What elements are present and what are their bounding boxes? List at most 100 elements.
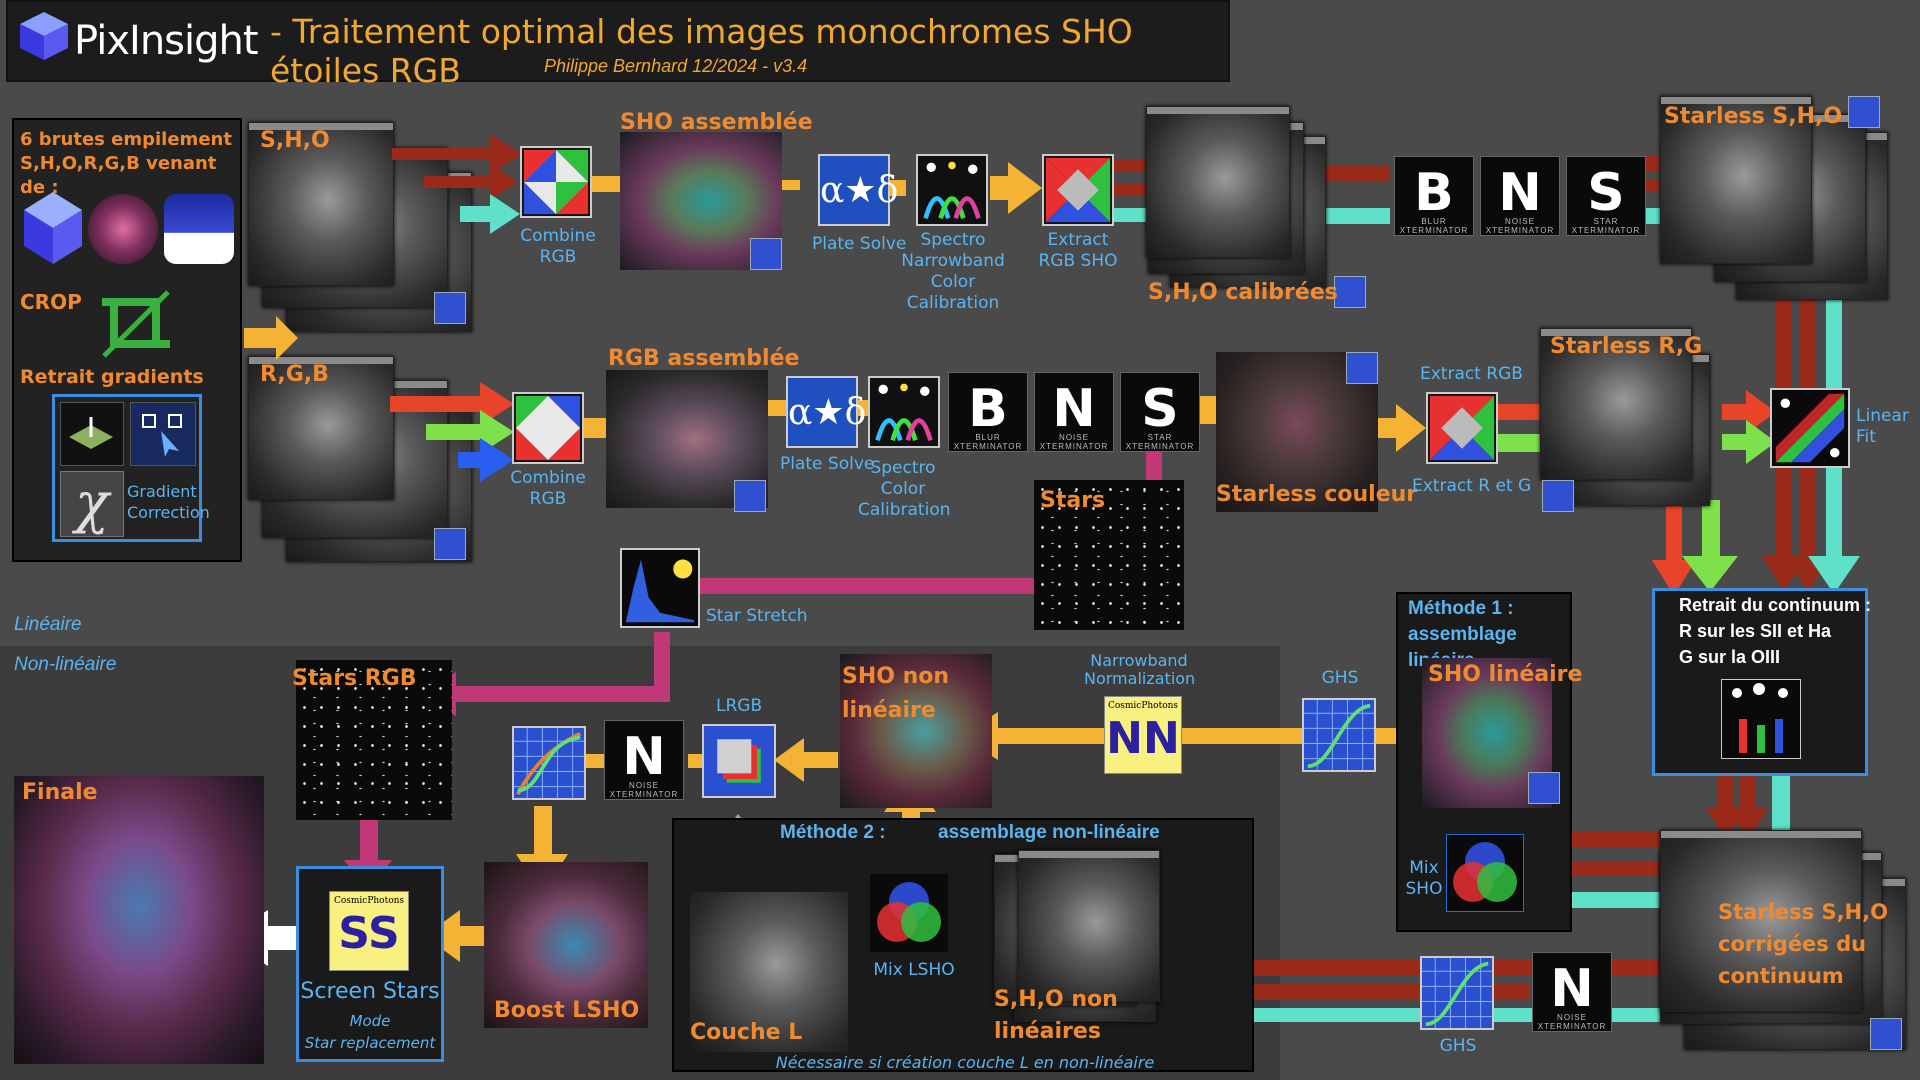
boost-lsho-label: Boost LSHO [494,998,640,1023]
method-2-panel: Méthode 2 : assemblage non-linéaire Couc… [672,818,1254,1072]
continuum-icon [1721,679,1801,759]
plate-solve-icon: α★δ [818,154,898,226]
arrow-rg-to-lf-red [1722,390,1776,434]
continuum-line-2: G sur la OIII [1679,647,1781,667]
extract-rgb-sho-label: Extract RGB SHO [1038,230,1118,271]
arrow-shonl-to-lrgb [774,738,838,782]
stf-curve-icon [434,528,466,560]
starless-sho-label: Starless S,H,O [1664,104,1843,129]
arrow-ghsb-nxb-bar [1500,1008,1530,1022]
rgb-stack-label: R,G,B [260,362,329,387]
continuum-title: Retrait du continuum : [1679,595,1871,615]
arrow-s-red [392,134,522,174]
starless-sho-frame-1 [1660,96,1812,264]
spcc-label-mid: Spectro Color Calibration [858,458,951,520]
method-2-note: Nécessaire si création couche L en non-l… [775,1053,1155,1072]
arrow-v-red-down [1652,500,1696,596]
arrow-cont-down-red1 [1706,766,1746,840]
screen-stars-box: CosmicPhotons SS Screen Stars Mode Star … [296,866,444,1062]
arrow-lrgb-nx-bar [688,754,702,768]
arrow-spcc-to-extract [990,162,1042,214]
stars-image [1034,480,1184,630]
nebula-app-icon [88,194,158,264]
sources-heading: 6 brutes empilement S,H,O,R,G,B venant d… [20,129,232,198]
stars-rgb-label: Stars RGB [292,666,417,691]
arrow-ps-to-spcc [856,400,870,416]
arrow-nn-to-shonl [960,712,1104,760]
combine-rgb-icon [520,146,592,218]
continuum-box: Retrait du continuum : R sur les SII et … [1652,588,1871,776]
screen-stars-replacement: Star replacement [304,1034,436,1052]
crop-label: CROP [20,290,82,314]
ghs-label-bottom: GHS [1439,1036,1477,1056]
rgb-assembled-label: RGB assemblée [608,346,800,371]
sho-stack-label: S,H,O [260,128,330,153]
arrow-h-red [424,164,518,200]
sho-nonlinear-label: SHO non linéaire [842,664,950,723]
mix-lsho-label: Mix LSHO [873,960,955,980]
stf-curve-icon [434,292,466,324]
arrow-sho-to-platesolve [780,180,800,190]
cosmic-photons-label: CosmicPhotons [333,896,405,906]
starless-color-label: Starless couleur [1216,482,1418,507]
stf-curve-icon [1334,276,1366,308]
linear-fit-label: Linear Fit [1856,406,1909,447]
gradient-tools-box: χ Gradient Correction [52,394,210,542]
finale-label: Finale [22,780,98,805]
starless-corrected-frame-1 [1660,830,1862,1012]
stf-curve-icon [1870,1018,1902,1050]
spcc-narrowband-label: Spectro Narrowband Color Calibration [901,230,1005,313]
arrow-stars-to-stretch [698,578,1046,594]
sho-nl-frame-1 [1018,850,1160,1002]
mix-sho-label: Mix SHO [1405,858,1443,899]
mix-lsho-icon [870,874,948,952]
curves-transformation-icon [512,726,586,800]
narrowband-normalization-icon: CosmicPhotons NN [1104,696,1182,774]
cursor-glyph [142,414,182,457]
finale-image [14,776,264,1064]
galaxy-cloud-app-icon [164,194,234,264]
couche-l-image [690,892,848,1052]
screen-stars-mode: Mode [349,1012,391,1030]
method-2-title: Méthode 2 : [780,822,886,843]
plate-solve-label-mid: Plate Solve [780,454,875,474]
extract-rgb-sho-icon [1042,154,1114,226]
stf-curve-icon [1542,480,1574,512]
plate-solve-label-top: Plate Solve [812,234,907,254]
combine-rgb-icon [512,392,584,464]
mix-sho-icon [1446,834,1524,912]
star-stretch-label: Star Stretch [706,606,808,626]
gradient-correction-icon: χ [60,471,124,537]
page-title: - Traitement optimal des images monochro… [270,12,1133,90]
plane-glyph [69,417,113,449]
sho-assembled-label: SHO assemblée [620,110,813,135]
star-stretch-icon [620,548,700,628]
stars-label: Stars [1040,488,1106,513]
zone-linear-label: Linéaire [14,614,82,635]
sho-nonlinear-stack-label: S,H,O non linéaires [994,987,1118,1044]
arrow-rgb-to-platesolve [766,400,788,416]
method-2-subtitle: assemblage non-linéaire [938,822,1160,843]
arrow-bottom-red1 [1170,946,1660,994]
nb-normalization-label: Narrowband Normalization [1084,651,1196,688]
arrow-nx-ghs-bar [586,754,604,768]
starless-rg-frame-1 [1540,328,1692,480]
ghs-icon [1302,698,1376,772]
arrow-ghs-nn-bar [1164,728,1302,744]
boost-lsho-image [484,862,648,1028]
arrow-source-to-rgb [244,316,298,360]
linear-fit-icon [1770,388,1850,468]
sho-calibrated-label: S,H,O calibrées [1148,280,1338,305]
continuum-line-1: R sur les SII et Ha [1679,621,1832,641]
lrgb-label: LRGB [716,696,763,716]
calibrated-frame-1 [1146,106,1290,258]
logo-text: PixInsight [74,18,259,64]
arrow-stretch-to-starsrgb [416,632,670,716]
lrgb-icon [702,724,776,798]
stf-curve-icon [1848,96,1880,128]
combine-rgb-label-mid: Combine RGB [510,468,586,509]
